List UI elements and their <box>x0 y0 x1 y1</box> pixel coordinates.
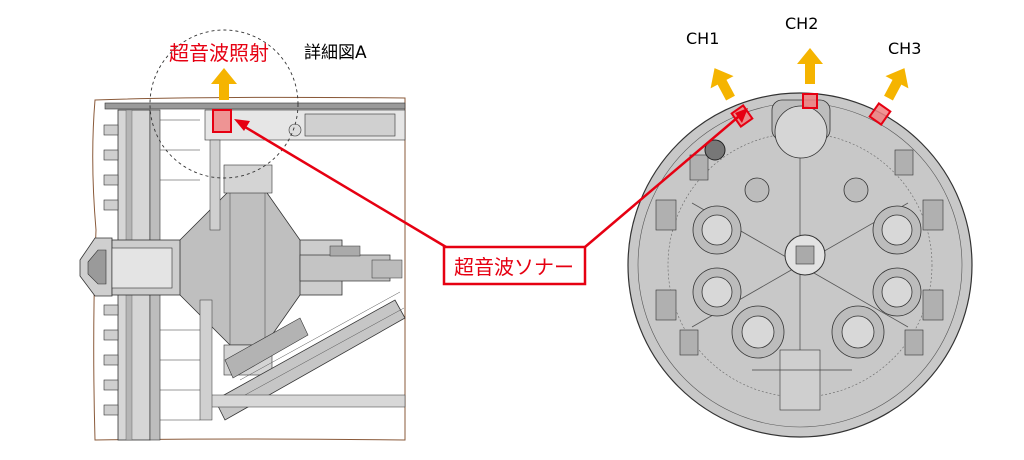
cutter-bits <box>103 124 119 416</box>
callout-lines <box>239 111 745 249</box>
callout-arrowhead-left <box>234 119 250 131</box>
sonar-label-box <box>442 245 587 286</box>
side-section-view <box>79 29 406 441</box>
detail-view-label: 詳細図A <box>304 43 367 63</box>
ch2-arrow <box>797 48 823 84</box>
channel-arrows <box>710 48 909 101</box>
detail-circle <box>149 29 299 179</box>
screw-conveyor <box>214 291 406 421</box>
ch3-label: CH3 <box>888 39 921 58</box>
ch1-label: CH1 <box>686 29 719 48</box>
ch3-arrow <box>884 68 909 101</box>
sonar-label: 超音波ソナー <box>454 255 574 279</box>
irradiation-label: 超音波照射 <box>169 41 269 65</box>
sonar-marker-side <box>212 109 232 133</box>
ch1-arrow <box>710 68 735 101</box>
ch2-label: CH2 <box>785 14 818 33</box>
irradiation-arrow <box>211 68 237 100</box>
port-holes <box>692 177 922 359</box>
shield-top-band <box>104 102 406 110</box>
sonar-ch2 <box>802 93 818 109</box>
front-view <box>627 48 973 438</box>
sonar-ch3 <box>868 102 892 126</box>
callout-arrowhead-right <box>735 108 748 123</box>
